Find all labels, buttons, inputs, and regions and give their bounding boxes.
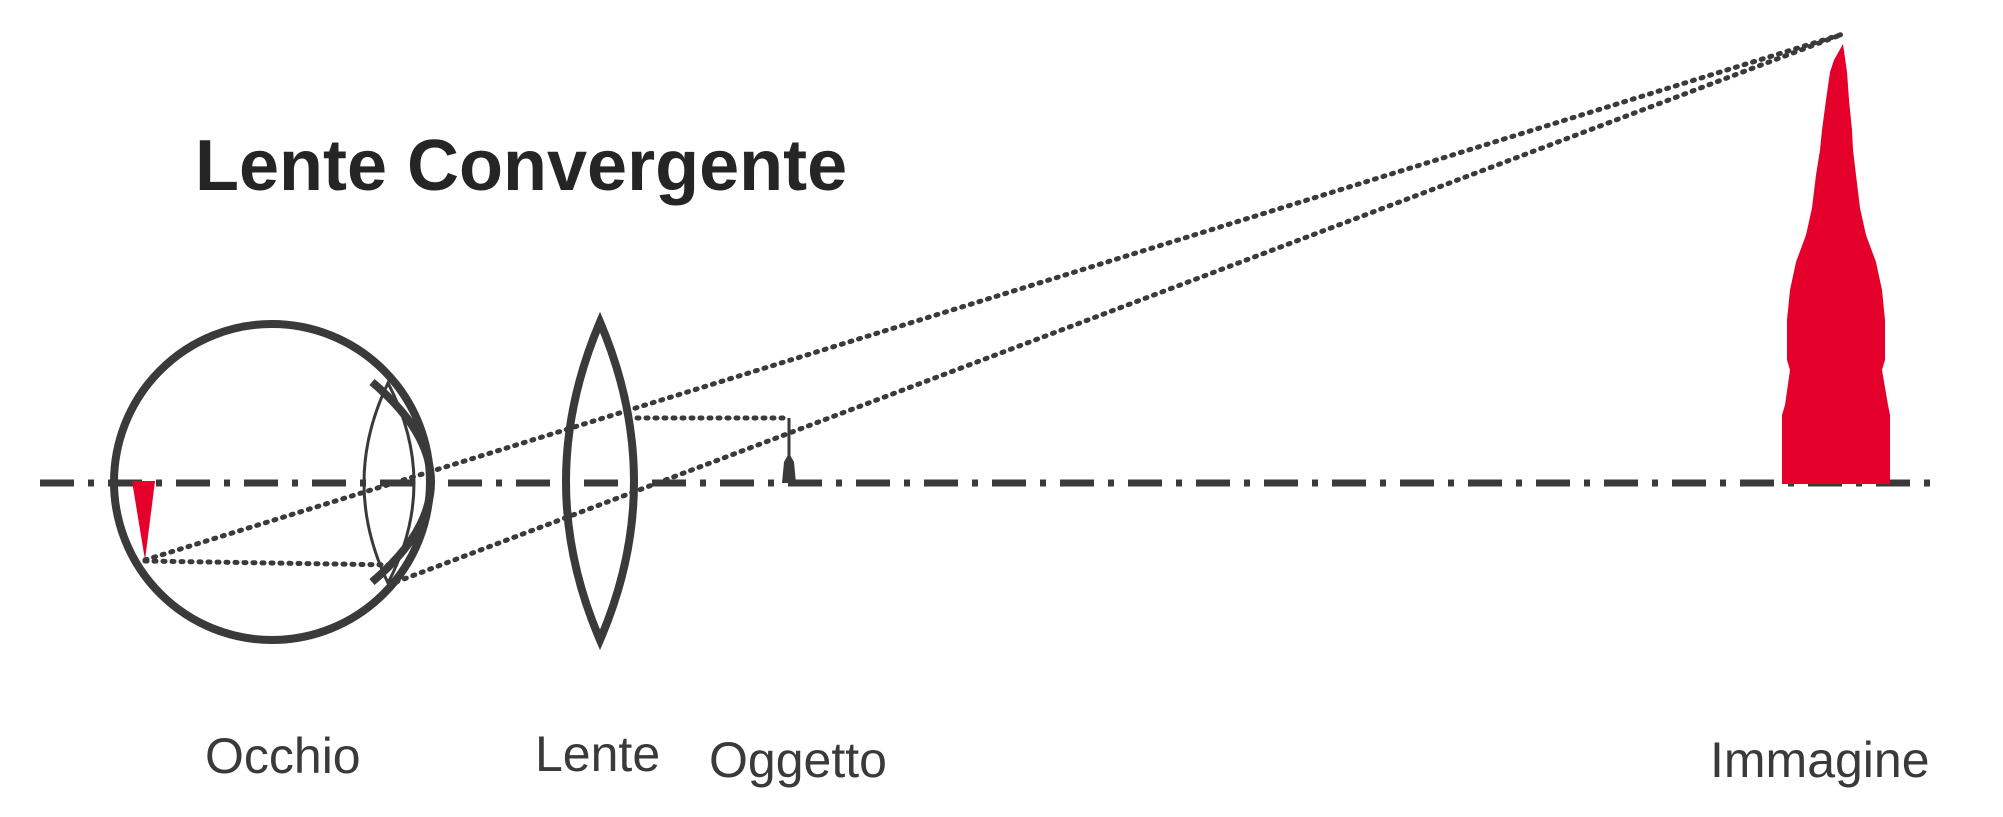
label-lens: Lente bbox=[535, 726, 660, 782]
label-image: Immagine bbox=[1710, 732, 1930, 788]
ray-lower-to-retina bbox=[142, 558, 399, 568]
tower-image-icon bbox=[1782, 44, 1890, 484]
virtual-image bbox=[1782, 44, 1890, 484]
eye-crystalline-lens bbox=[362, 379, 416, 587]
ray-upper bbox=[142, 31, 1846, 563]
label-eye: Occhio bbox=[205, 728, 361, 784]
converging-lens bbox=[562, 311, 638, 651]
diagram-title: Lente Convergente bbox=[195, 126, 847, 206]
object-marker bbox=[782, 418, 796, 483]
light-rays bbox=[142, 31, 1846, 585]
retina-image-marker bbox=[132, 481, 155, 560]
label-object: Oggetto bbox=[709, 732, 887, 788]
eye bbox=[110, 320, 435, 644]
ray-lower bbox=[393, 31, 1846, 585]
